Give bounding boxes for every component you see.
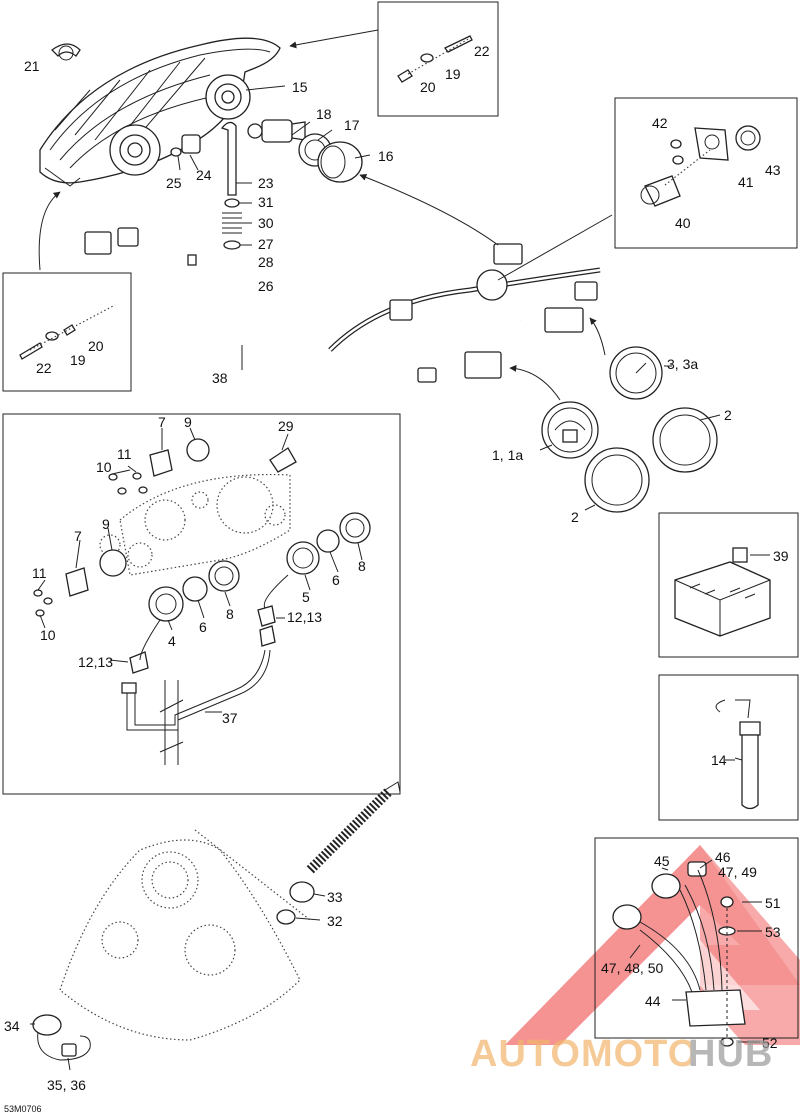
detail-box-socket [614, 97, 798, 249]
callout-4: 4 [168, 633, 176, 649]
callout-26: 26 [258, 278, 274, 294]
wiring-harness [84, 218, 601, 383]
callout-47-48-50: 47, 48, 50 [601, 960, 663, 976]
callout-3-3a: 3, 3a [667, 356, 698, 372]
callout-8b: 8 [358, 558, 366, 574]
callout-53: 53 [765, 924, 781, 940]
callout-24: 24 [196, 167, 212, 183]
callout-22: 22 [474, 43, 490, 59]
watermark-text-part2: HUB [688, 1033, 773, 1075]
gauge-leaders [539, 365, 721, 511]
callout-15: 15 [292, 79, 308, 95]
cluster-leaders [37, 427, 363, 713]
callout-7a: 7 [158, 414, 166, 430]
dash-panel-lower [59, 829, 311, 1041]
callout-25: 25 [166, 175, 182, 191]
callout-22b: 22 [36, 360, 52, 376]
fusebox-part [674, 547, 771, 637]
callout-30: 30 [258, 215, 274, 231]
callout-17: 17 [344, 117, 360, 133]
watermark-text-part1: AUTOMOTO [470, 1033, 698, 1075]
right-leaders [629, 759, 762, 1043]
callout-28: 28 [258, 254, 274, 270]
callout-9a: 9 [184, 414, 192, 430]
callout-19: 19 [445, 66, 461, 82]
callout-12-13b: 12,13 [78, 654, 113, 670]
bulb-part [247, 119, 306, 143]
detail-box-regulator [594, 837, 799, 1039]
callout-2b: 2 [571, 509, 579, 525]
callout-2a: 2 [724, 407, 732, 423]
callout-38: 38 [212, 370, 228, 386]
callout-34: 34 [4, 1018, 20, 1034]
callout-12-13a: 12,13 [287, 609, 322, 625]
socket-parts [640, 125, 761, 207]
callout-41: 41 [738, 174, 754, 190]
callout-16: 16 [378, 148, 394, 164]
headlamp-housing [39, 37, 281, 187]
callout-40: 40 [675, 215, 691, 231]
callout-6a: 6 [199, 619, 207, 635]
coil-cord [276, 781, 401, 925]
callout-19b: 19 [70, 352, 86, 368]
callout-45: 45 [654, 853, 670, 869]
kill-switch [32, 1014, 91, 1061]
callout-51: 51 [765, 895, 781, 911]
detail-box-fasteners-left [2, 272, 132, 392]
callout-23: 23 [258, 175, 274, 191]
callout-9b: 9 [102, 516, 110, 532]
detail-box-fuel-sender [658, 674, 799, 821]
clip-ring-part [51, 43, 81, 61]
diagram-code: 53M0706 [4, 1104, 42, 1114]
watermark-text: AUTOMOTO HUB [470, 1033, 773, 1075]
fuel-sender-part [715, 699, 761, 810]
lower-leaders [30, 893, 326, 1071]
callout-32: 32 [327, 913, 343, 929]
callout-8a: 8 [226, 606, 234, 622]
cluster-panel [99, 473, 291, 576]
regulator-part [612, 861, 746, 1047]
cluster-parts [33, 438, 371, 765]
callout-27: 27 [258, 236, 274, 252]
callout-52: 52 [762, 1035, 778, 1051]
callout-20b: 20 [88, 338, 104, 354]
callout-11b: 11 [32, 565, 47, 581]
callout-18: 18 [316, 106, 332, 122]
callout-1-1a: 1, 1a [492, 447, 523, 463]
fasteners-top [397, 35, 473, 83]
callout-14: 14 [711, 752, 727, 768]
callout-7b: 7 [74, 528, 82, 544]
harness-leaders [241, 174, 613, 401]
detail-box-cluster [2, 413, 401, 795]
callout-6b: 6 [332, 572, 340, 588]
callout-11a: 11 [117, 446, 132, 462]
callout-47-49: 47, 49 [718, 864, 757, 880]
gauge-speedometer [541, 401, 599, 459]
callout-35-36: 35, 36 [47, 1077, 86, 1093]
callout-33: 33 [327, 889, 343, 905]
callout-20: 20 [420, 79, 436, 95]
callout-42: 42 [652, 115, 668, 131]
leader-lines [38, 29, 379, 286]
rubber-cap-part [317, 141, 363, 183]
callout-44: 44 [645, 993, 661, 1009]
callout-43: 43 [765, 162, 781, 178]
callout-46: 46 [715, 849, 731, 865]
fasteners-left [19, 304, 116, 360]
callout-10b: 10 [40, 627, 56, 643]
callout-29: 29 [278, 418, 294, 434]
callout-37: 37 [222, 710, 238, 726]
detail-box-fusebox [658, 512, 799, 658]
callout-31: 31 [258, 194, 274, 210]
gauge-tach [609, 346, 663, 400]
callout-21: 21 [24, 58, 40, 74]
detail-box-fasteners-top [377, 1, 499, 117]
callout-10a: 10 [96, 459, 112, 475]
bezel-rings [584, 407, 718, 513]
callout-labels: 21 15 22 19 20 18 17 16 25 24 23 31 30 2… [4, 43, 789, 1093]
callout-39: 39 [773, 548, 789, 564]
callout-5: 5 [302, 589, 310, 605]
